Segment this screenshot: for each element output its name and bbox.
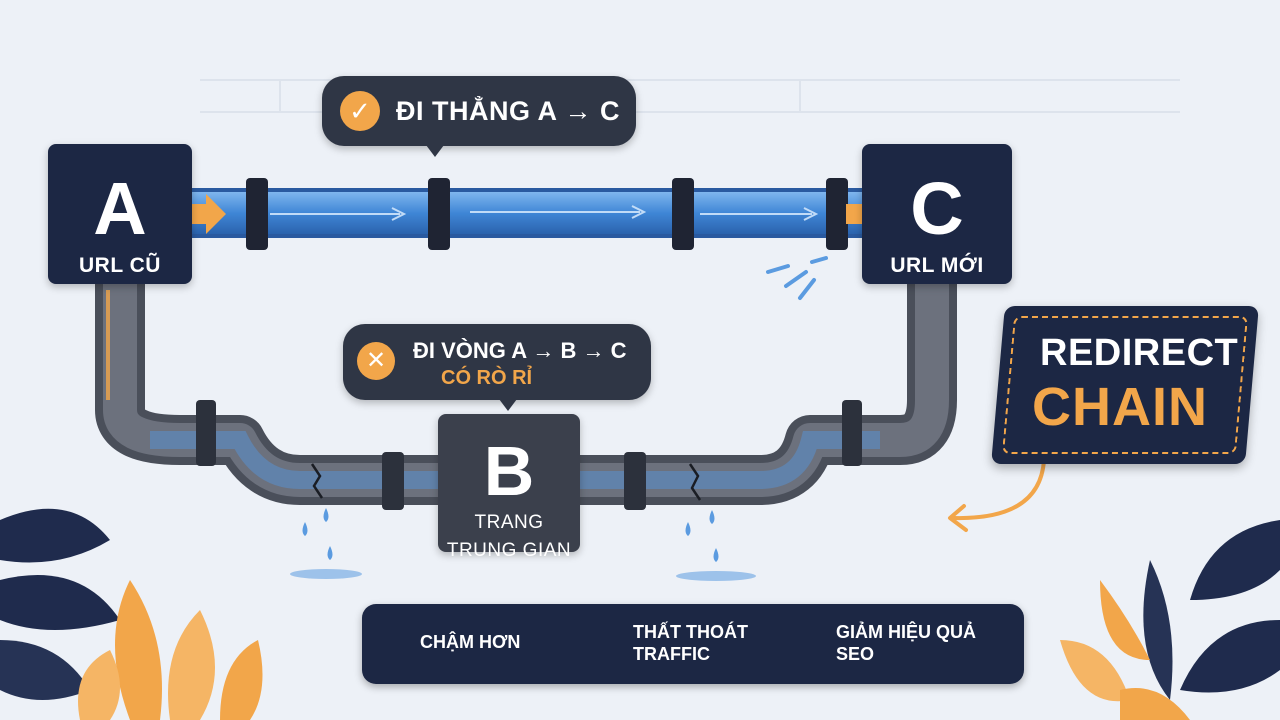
chain-path-sublabel: CÓ RÒ RỈ bbox=[441, 367, 533, 389]
chain-path-label: ĐI VÒNG A → B → C bbox=[413, 338, 627, 363]
impact-seo-line1: GIẢM HIỆU QUẢ bbox=[836, 622, 977, 642]
impact-bar bbox=[362, 604, 1024, 684]
direct-path-bubble: ✓ ĐI THẲNG A → C bbox=[322, 76, 636, 157]
node-b-caption-line2: TRUNG GIAN bbox=[446, 539, 572, 561]
crack-marks bbox=[310, 463, 702, 501]
node-c-caption: URL MỚI bbox=[890, 254, 984, 277]
impact-traffic-line1: THẤT THOÁT bbox=[633, 622, 748, 642]
callout-arrow bbox=[952, 458, 1046, 521]
node-b-intermediate: B TRANG TRUNG GIAN bbox=[438, 414, 580, 561]
title-line1: REDIRECT bbox=[1040, 332, 1239, 374]
node-a-old-url: A URL CŨ bbox=[48, 144, 192, 284]
chain-path-bubble: ✕ ĐI VÒNG A → B → C CÓ RÒ RỈ bbox=[343, 324, 651, 411]
node-a-letter: A bbox=[93, 167, 147, 250]
direct-couplings bbox=[246, 178, 848, 250]
plant-left bbox=[0, 508, 263, 720]
splash-lines bbox=[766, 256, 828, 300]
leak-drops bbox=[290, 508, 756, 581]
inlet-arrow bbox=[184, 194, 226, 234]
node-a-caption: URL CŨ bbox=[79, 254, 161, 277]
node-b-caption-line1: TRANG bbox=[474, 512, 544, 533]
impact-traffic-line2: TRAFFIC bbox=[633, 643, 710, 664]
impact-seo: GIẢM HIỆU QUẢ SEO bbox=[836, 622, 976, 665]
node-b-letter: B bbox=[483, 432, 535, 510]
impact-traffic-loss: THẤT THOÁT TRAFFIC bbox=[633, 622, 748, 665]
direct-path-label: ĐI THẲNG A → C bbox=[396, 96, 620, 126]
title-line2: CHAIN bbox=[1032, 377, 1208, 437]
impact-seo-line2: SEO bbox=[836, 643, 875, 664]
direct-pipe bbox=[192, 188, 864, 238]
node-c-letter: C bbox=[910, 167, 964, 250]
impact-slower: CHẬM HƠN bbox=[420, 632, 520, 654]
check-icon: ✓ bbox=[340, 91, 380, 131]
plant-right bbox=[1060, 520, 1280, 720]
detour-couplings bbox=[196, 400, 862, 510]
node-c-new-url: C URL MỚI bbox=[862, 144, 1012, 284]
impact-slower-line1: CHẬM HƠN bbox=[420, 632, 521, 652]
x-icon: ✕ bbox=[357, 342, 395, 380]
callout-arrowhead bbox=[948, 504, 968, 532]
